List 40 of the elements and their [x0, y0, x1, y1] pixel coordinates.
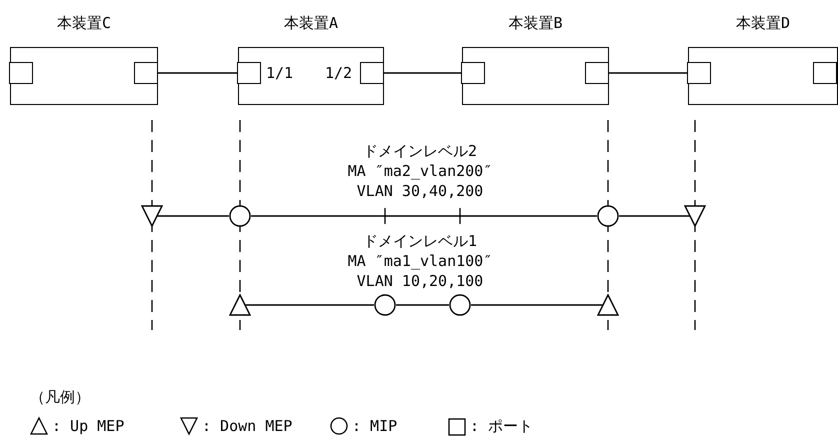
port-square: [134, 62, 158, 84]
link-line: [619, 215, 690, 217]
port-square: [687, 62, 711, 84]
mip-circle: [449, 294, 471, 316]
legend-title: （凡例）: [30, 388, 90, 407]
port-square: [9, 62, 33, 84]
mip-circle: [597, 205, 619, 227]
down-mep-triangle: [141, 205, 163, 227]
legend-text: : Down MEP: [202, 417, 292, 435]
domain-label: ドメインレベル1: [362, 232, 478, 251]
down-mep-triangle: [684, 205, 706, 227]
link-line: [384, 72, 461, 74]
link-line: [471, 304, 602, 306]
up-mep-triangle: [229, 294, 251, 316]
port-square: [461, 62, 485, 84]
link-line: [158, 215, 229, 217]
domain-label: VLAN 30,40,200: [356, 182, 484, 200]
legend-text: : MIP: [352, 417, 398, 435]
device-name: 本装置A: [282, 14, 340, 33]
link-line: [246, 304, 374, 306]
up-mep-triangle: [597, 294, 619, 316]
legend-text: : ポート: [470, 417, 534, 436]
domain-label: VLAN 10,20,100: [356, 272, 484, 290]
domain-label: MA ″ma2_vlan200″: [348, 162, 492, 180]
link-line: [396, 304, 449, 306]
port-number: 1/1: [266, 64, 294, 82]
link-line: [609, 72, 687, 74]
mip-circle: [374, 294, 396, 316]
port-square: [813, 62, 837, 84]
link-line: [251, 215, 597, 217]
device-name: 本装置B: [507, 14, 564, 33]
port-square: [585, 62, 609, 84]
port-number: 1/2: [325, 64, 352, 82]
legend-text: : Up MEP: [52, 417, 124, 435]
mip-circle: [229, 205, 251, 227]
device-name: 本装置C: [56, 14, 112, 33]
domain-label: MA ″ma1_vlan100″: [348, 252, 492, 270]
device-name: 本装置D: [734, 14, 792, 33]
link-line: [158, 72, 237, 74]
domain-label: ドメインレベル2: [362, 142, 478, 161]
